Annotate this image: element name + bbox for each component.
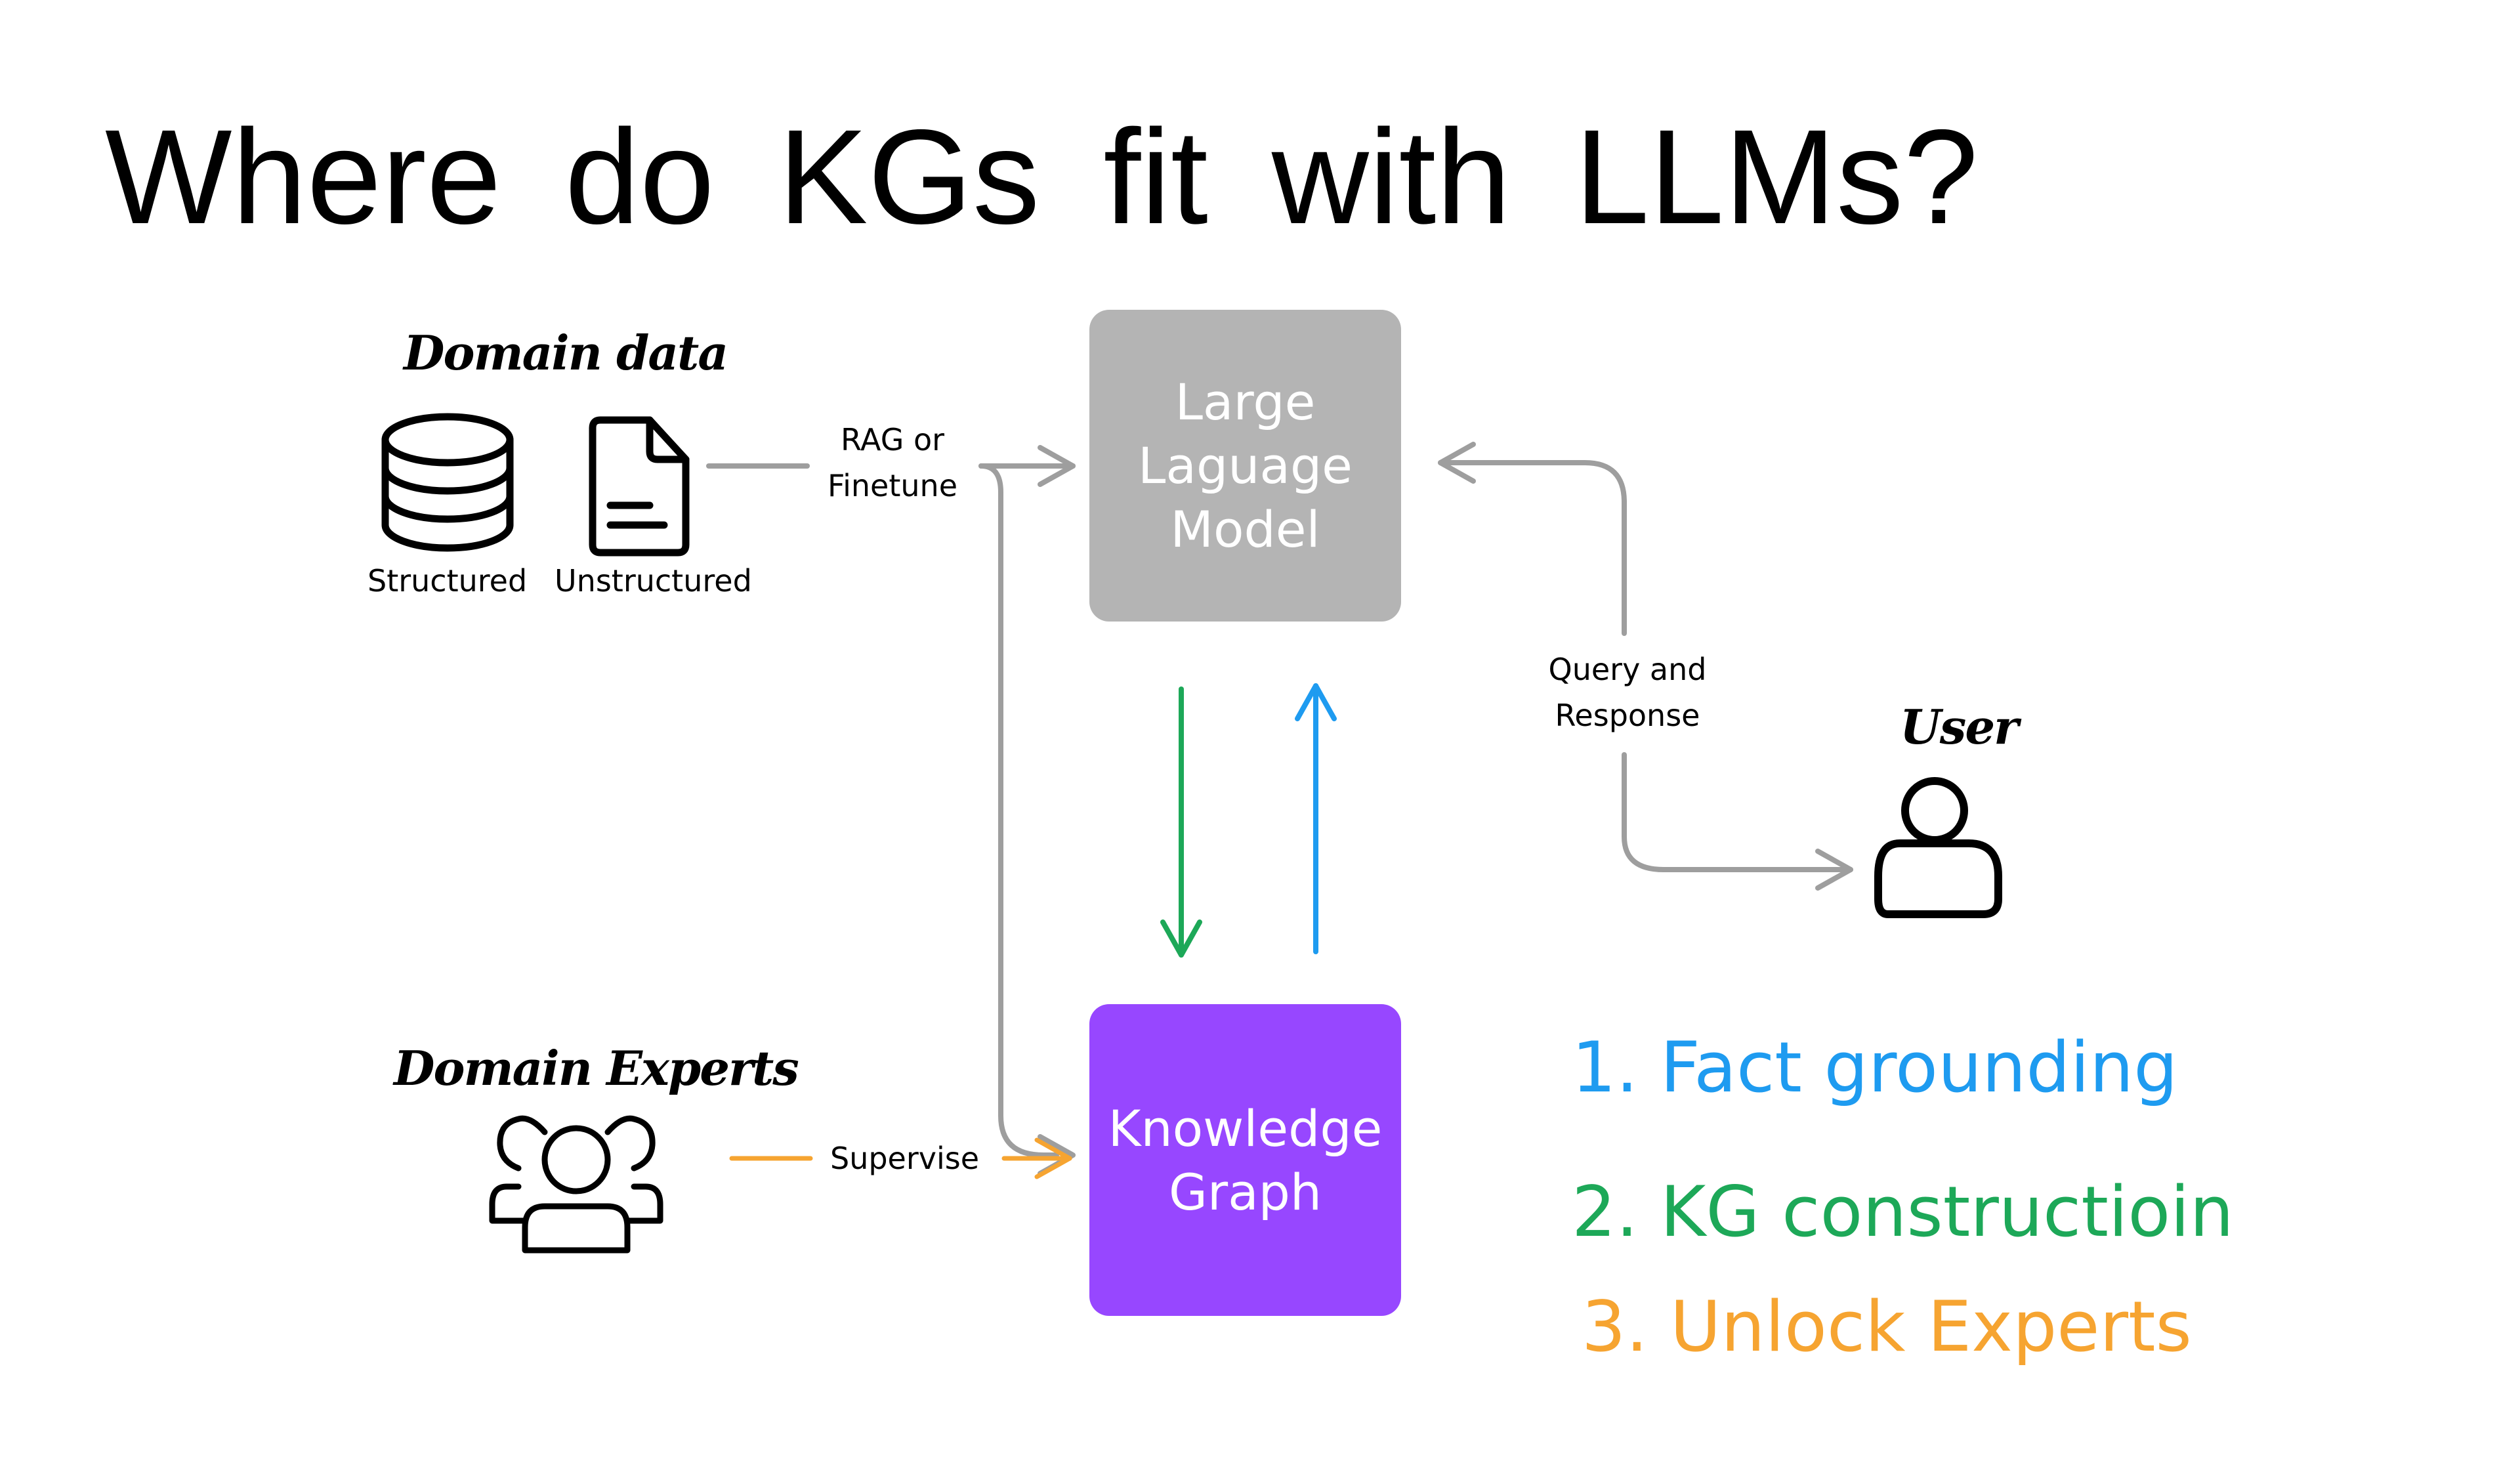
llm-label-line2: Laguage [1138, 436, 1353, 495]
query-label-line2: Response [1555, 698, 1700, 733]
legend-fact-grounding: 1. Fact grounding [1572, 1027, 2178, 1108]
legend-kg-construction: 2. KG constructioin [1572, 1172, 2234, 1252]
document-icon [589, 416, 690, 557]
rag-arrowhead [1038, 445, 1076, 487]
llm-label-line3: Model [1170, 500, 1320, 559]
green-arrow [1160, 686, 1202, 958]
supervise-label: Supervise [830, 1141, 980, 1176]
unstructured-label: Unstructured [555, 563, 752, 599]
supervise-arrow [729, 1137, 1072, 1179]
experts-group-icon [489, 1115, 663, 1254]
domain-experts-heading: Domain Experts [394, 1040, 799, 1096]
user-icon [1874, 777, 2002, 918]
rag-label-line1: RAG or [840, 422, 945, 457]
kg-label-line2: Graph [1168, 1162, 1322, 1221]
query-arrowhead-user [1815, 849, 1853, 891]
query-response-label: Query and Response [1539, 646, 1716, 738]
blue-arrow [1295, 683, 1337, 954]
page-title: Where do KGs fit with LLMs? [105, 102, 1979, 252]
kg-label-line1: Knowledge [1108, 1099, 1383, 1158]
rag-label-line2: Finetune [828, 468, 957, 503]
query-arrowhead-llm [1438, 442, 1476, 484]
rag-finetune-label: RAG or Finetune [804, 417, 981, 509]
query-lower-line [1622, 752, 1853, 872]
database-icon [381, 413, 514, 552]
llm-box: Large Laguage Model [1089, 310, 1401, 622]
kg-box: Knowledge Graph [1089, 1004, 1401, 1316]
llm-label-line1: Large [1175, 373, 1316, 431]
structured-label: Structured [368, 563, 528, 599]
user-heading: User [1900, 699, 2019, 755]
domain-data-heading: Domain data [404, 325, 728, 381]
rag-to-kg-line [978, 463, 1059, 1158]
query-upper-line [1438, 460, 1627, 636]
query-label-line1: Query and [1548, 652, 1707, 687]
legend-unlock-experts: 3. Unlock Experts [1582, 1286, 2192, 1367]
